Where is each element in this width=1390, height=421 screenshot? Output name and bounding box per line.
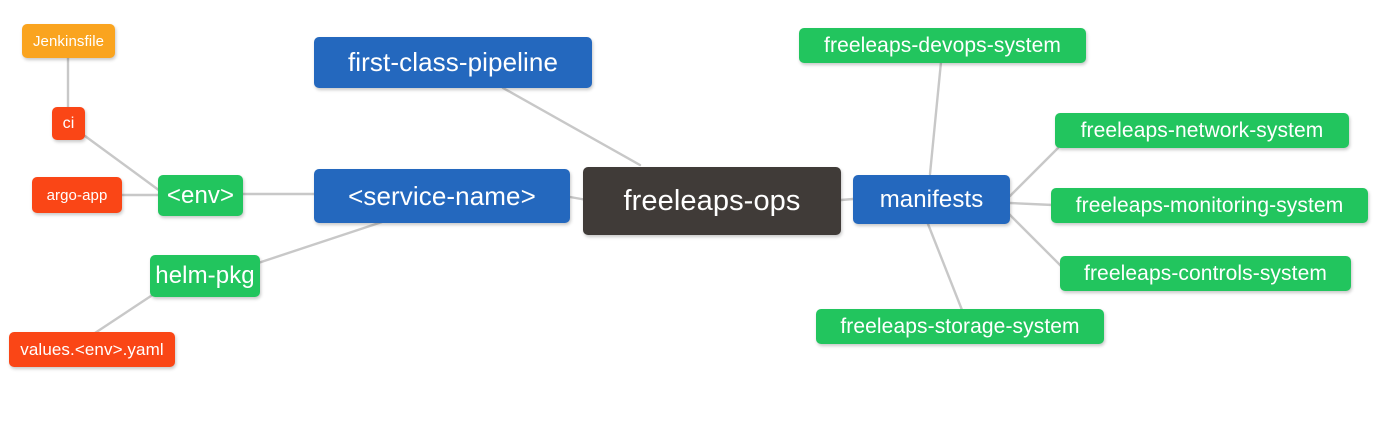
node-helm-pkg[interactable]: helm-pkg: [150, 255, 260, 297]
node-service-name[interactable]: <service-name>: [314, 169, 570, 223]
node-values-yaml[interactable]: values.<env>.yaml: [9, 332, 175, 367]
node-ci[interactable]: ci: [52, 107, 85, 140]
node-env[interactable]: <env>: [158, 175, 243, 216]
node-freeleaps-monitoring-system[interactable]: freeleaps-monitoring-system: [1051, 188, 1368, 223]
node-freeleaps-ops[interactable]: freeleaps-ops: [583, 167, 841, 235]
edge-values-helmpkg: [93, 288, 162, 335]
node-manifests[interactable]: manifests: [853, 175, 1010, 224]
edge-helmpkg-servicename: [250, 220, 384, 267]
edge-ci-env: [83, 134, 162, 193]
edge-manifests-storage: [926, 222, 964, 312]
edge-manifests-devops: [928, 60, 943, 176]
node-argo-app[interactable]: argo-app: [32, 177, 122, 213]
node-first-class-pipeline[interactable]: first-class-pipeline: [314, 37, 592, 88]
node-freeleaps-controls-system[interactable]: freeleaps-controls-system: [1060, 256, 1351, 291]
node-freeleaps-storage-system[interactable]: freeleaps-storage-system: [816, 309, 1104, 344]
node-freeleaps-network-system[interactable]: freeleaps-network-system: [1055, 113, 1349, 148]
edge-manifests-controls: [1006, 211, 1065, 270]
edge-manifests-monitoring: [1008, 201, 1055, 207]
node-jenkinsfile[interactable]: Jenkinsfile: [22, 24, 115, 58]
edge-root-manifests: [839, 197, 855, 202]
edge-pipeline-root: [501, 86, 642, 167]
node-freeleaps-devops-system[interactable]: freeleaps-devops-system: [799, 28, 1086, 63]
edge-manifests-network: [1008, 146, 1060, 198]
